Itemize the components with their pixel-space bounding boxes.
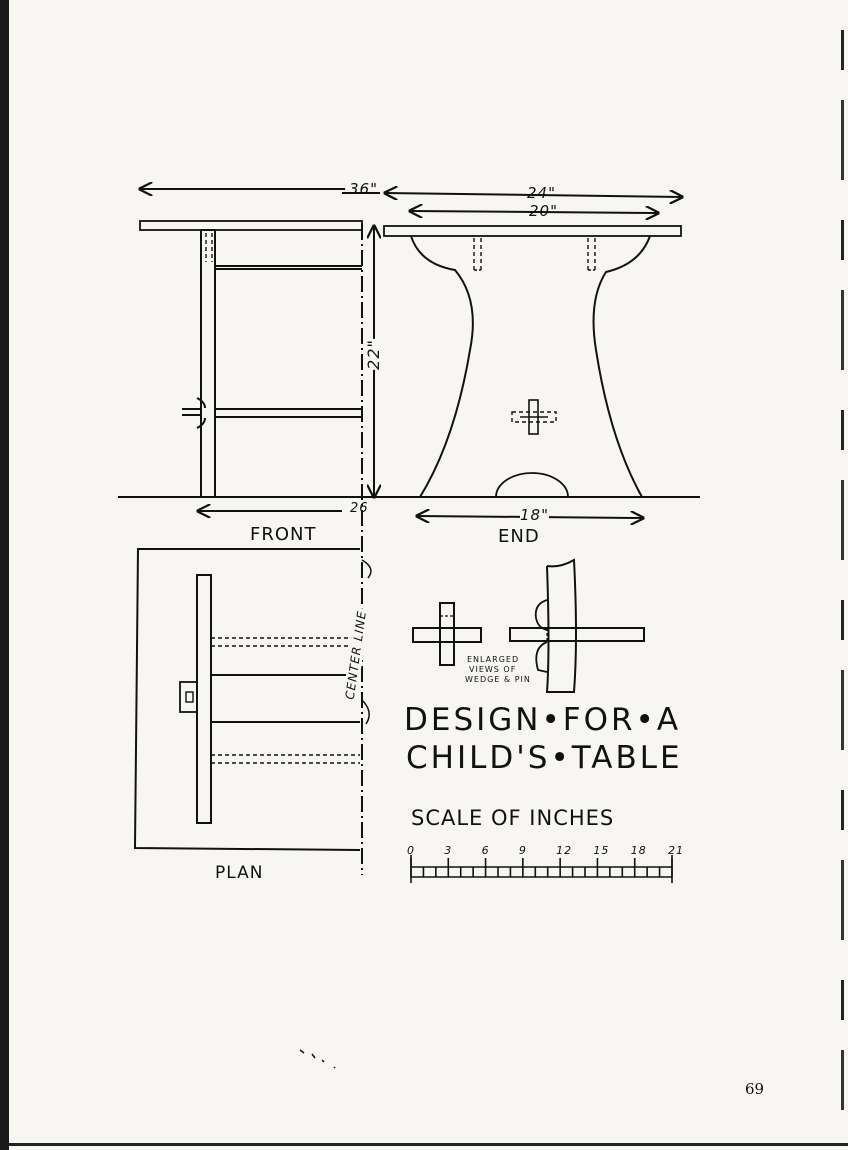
page-number: 69 [745, 1080, 765, 1098]
enlarged-note-line-2: VIEWS OF [469, 665, 517, 674]
dim-22-label: 22" [363, 339, 383, 370]
title-line-2: CHILD'S•TABLE [406, 740, 683, 776]
end-view-label: END [498, 526, 540, 547]
dim-20 [410, 211, 658, 213]
plan-view-label: PLAN [215, 863, 264, 883]
scale-tick-label: 12 [556, 844, 573, 857]
scan-bottom-edge [9, 1143, 848, 1146]
scan-left-edge [0, 0, 9, 1150]
scale-tick-label: 9 [518, 844, 527, 857]
stray-mark [299, 1049, 336, 1069]
dim-20-label: 20" [529, 202, 558, 220]
dim-36-label: 36" [349, 180, 378, 198]
front-view [139, 220, 363, 498]
front-view-label: FRONT [250, 524, 317, 545]
scale-tick-label: 21 [668, 844, 684, 857]
scale-heading: SCALE OF INCHES [411, 806, 615, 830]
scan-right-edge [841, 30, 844, 1110]
dim-26-label: 26 [350, 501, 369, 516]
scale-tick-label: 3 [444, 844, 453, 857]
scale-tick-label: 18 [630, 844, 647, 857]
end-view [383, 225, 682, 498]
enlarged-details [412, 558, 645, 693]
scale-tick-label: 0 [407, 844, 415, 857]
plan-view [133, 548, 372, 851]
scale-tick-label: 6 [481, 844, 490, 857]
title-line-1: DESIGN•FOR•A [404, 702, 682, 738]
scale-tick-label: 15 [593, 844, 610, 857]
scale-bar [410, 855, 673, 883]
enlarged-note-line-3: WEDGE & PIN [465, 675, 531, 684]
dim-24-label: 24" [527, 184, 556, 202]
enlarged-note-line-1: ENLARGED [467, 655, 520, 664]
dim-18-label: 18" [520, 506, 549, 524]
